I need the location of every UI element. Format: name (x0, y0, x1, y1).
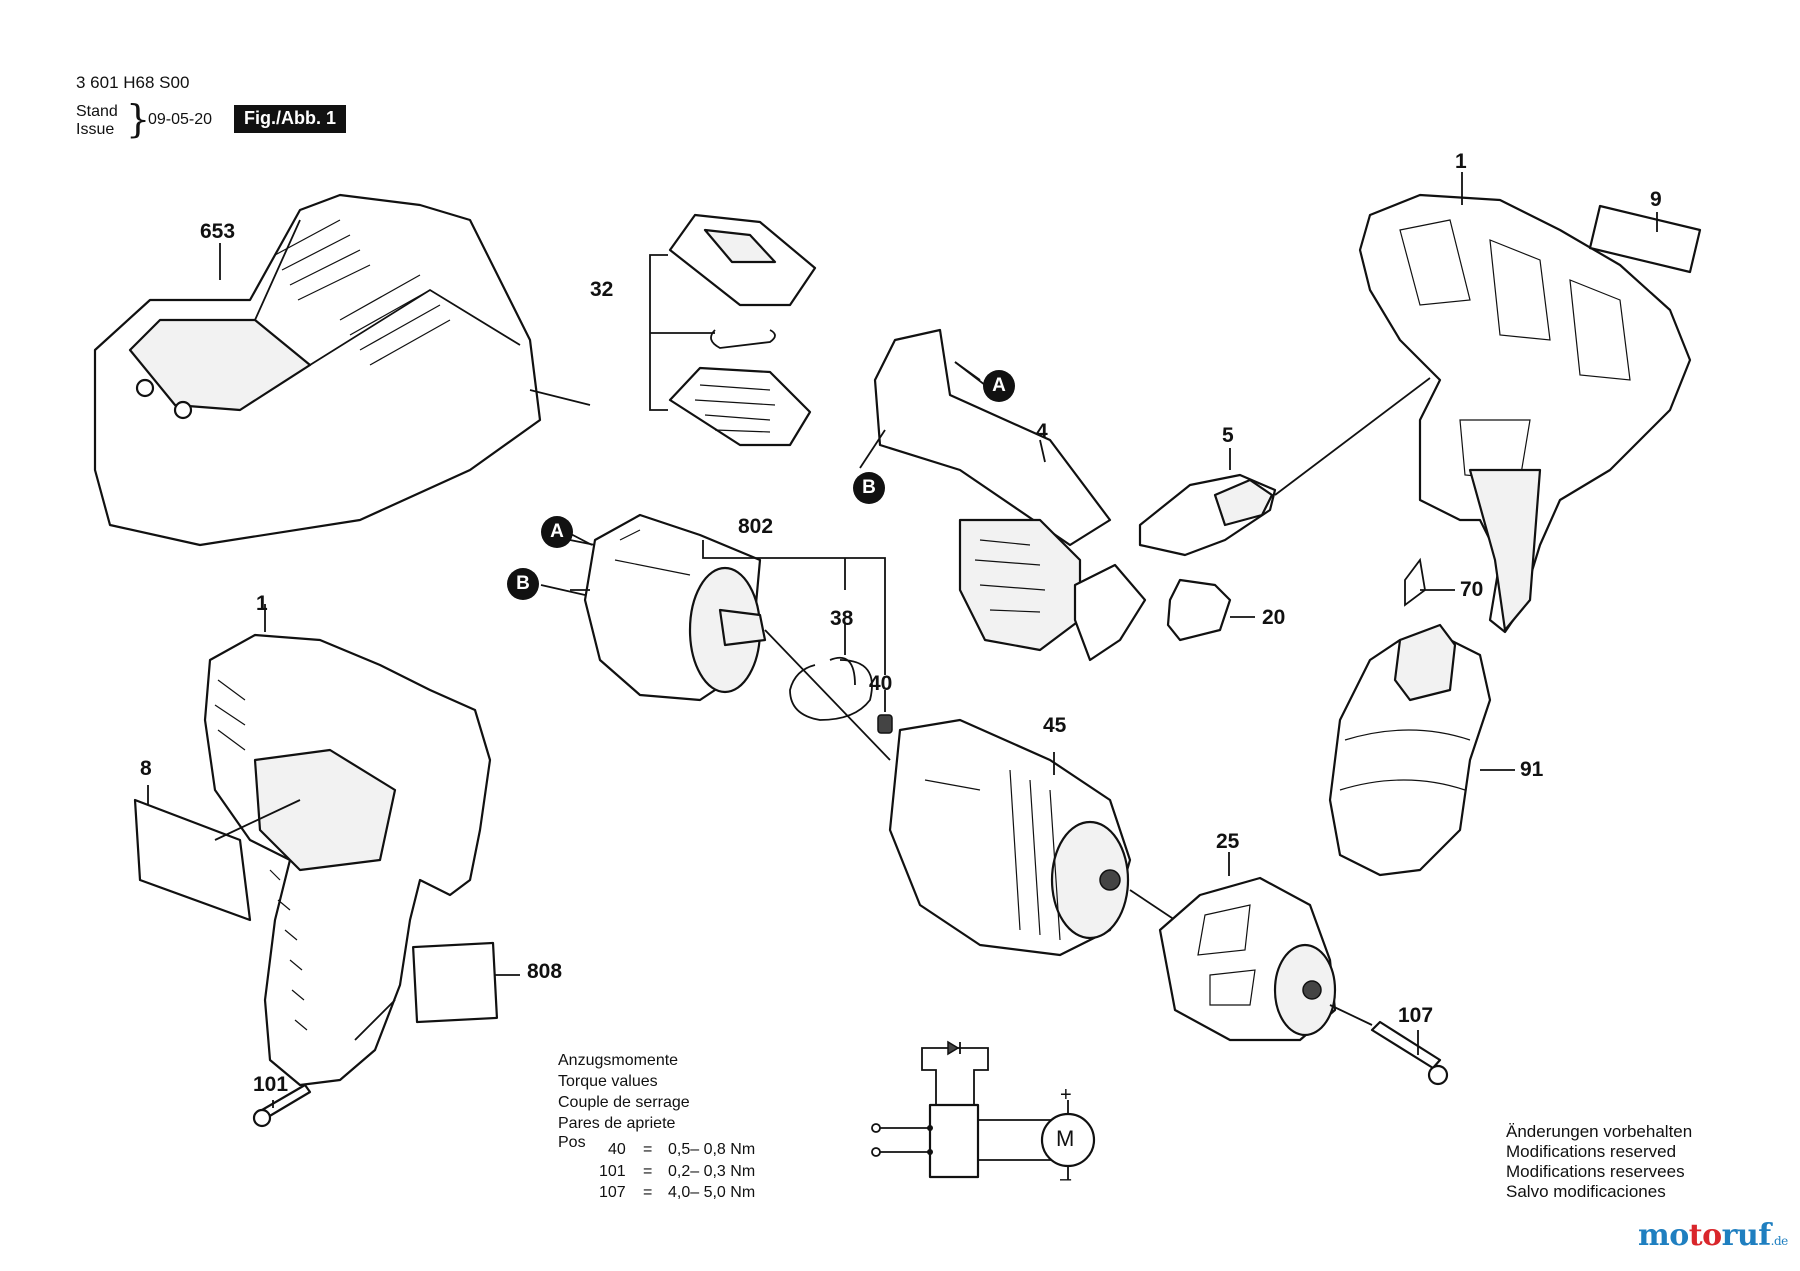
callout-45: 45 (1043, 714, 1067, 737)
callout-4: 4 (1036, 420, 1048, 443)
callout-107: 107 (1398, 1004, 1434, 1027)
torque-value: 4,0– 5,0 Nm (668, 1184, 756, 1201)
modifications-notes: Änderungen vorbehalten Modifications res… (1506, 1122, 1692, 1202)
leader-a-top (954, 361, 986, 386)
callout-653: 653 (200, 220, 236, 243)
note-en: Modifications reserved (1506, 1142, 1677, 1161)
callout-8: 8 (140, 757, 152, 780)
callout-25: 25 (1216, 830, 1240, 853)
torque-line-en: Torque values (558, 1073, 658, 1090)
issue-label: Issue (76, 121, 115, 138)
callout-808: 808 (527, 960, 563, 983)
screw-part-107 (1370, 1020, 1449, 1086)
gearbox-part-45 (888, 718, 1176, 957)
torque-line-de: Anzugsmomente (558, 1052, 679, 1069)
callout-91: 91 (1520, 758, 1544, 781)
callout-40: 40 (869, 672, 893, 695)
charger-part-653 (93, 193, 591, 547)
callout-32: 32 (590, 278, 614, 301)
watermark-logo: motoruf.de (1638, 1218, 1788, 1253)
brace-glyph: } (126, 97, 151, 141)
housing-left-part-1 (203, 604, 492, 1087)
torque-heading: Anzugsmomente Torque values Couple de se… (558, 1050, 690, 1134)
ring-part-38 (789, 623, 873, 721)
callout-1-top: 1 (1455, 150, 1467, 173)
callout-9: 9 (1650, 188, 1662, 211)
watermark-to: to (1688, 1218, 1722, 1253)
trigger-part-20 (1166, 578, 1255, 642)
motor-label: M (1056, 1126, 1075, 1151)
torque-eq: = (643, 1184, 653, 1201)
trigger-part-5 (1138, 377, 1431, 557)
watermark-ruf: ruf (1721, 1218, 1772, 1253)
callout-70: 70 (1460, 578, 1484, 601)
torque-line-es: Pares de apriete (558, 1115, 676, 1132)
circuit-schematic (871, 1040, 1096, 1180)
connector-a-top: A (983, 370, 1015, 402)
plus-sign: + (1060, 1084, 1072, 1106)
stand-label: Stand (76, 103, 118, 120)
callout-38: 38 (830, 607, 854, 630)
switch-part-4 (859, 328, 1147, 662)
leader-b-mid (540, 584, 586, 596)
torque-eq: = (643, 1141, 653, 1158)
callout-20: 20 (1262, 606, 1286, 629)
torque-pos-label: Pos (558, 1134, 586, 1151)
label-part-808 (412, 941, 520, 1024)
connector-b-top: B (853, 472, 885, 504)
minus-sign: – (1060, 1168, 1072, 1190)
part-number: 3 601 H68 S00 (76, 73, 190, 92)
housing-right-part-1 (1358, 172, 1692, 634)
issue-date: 09-05-20 (148, 111, 213, 128)
battery-cover-part-32 (649, 213, 817, 447)
torque-pos: 101 (599, 1163, 626, 1180)
label-part-8 (133, 785, 301, 922)
note-es: Salvo modificaciones (1506, 1182, 1666, 1201)
screw-part-40 (877, 690, 893, 734)
connector-a-mid: A (541, 516, 573, 548)
screw-part-101 (252, 1083, 312, 1128)
torque-pos: 107 (599, 1184, 626, 1201)
battery-part-91 (1328, 623, 1515, 877)
motor-part-802 (569, 513, 891, 761)
watermark-mo: mo (1638, 1218, 1689, 1253)
torque-pos: 40 (608, 1141, 626, 1158)
callout-5: 5 (1222, 424, 1234, 447)
callout-1-left: 1 (256, 592, 268, 615)
label-part-9 (1588, 204, 1702, 274)
watermark-de: .de (1770, 1234, 1789, 1248)
callout-802: 802 (738, 515, 774, 538)
note-fr: Modifications reservees (1506, 1162, 1685, 1181)
torque-line-fr: Couple de serrage (558, 1094, 690, 1111)
note-de: Änderungen vorbehalten (1506, 1122, 1693, 1141)
callout-101: 101 (253, 1073, 289, 1096)
torque-value: 0,2– 0,3 Nm (668, 1163, 756, 1180)
torque-eq: = (643, 1163, 653, 1180)
chuck-part-25 (1158, 852, 1373, 1042)
connector-b-mid: B (507, 568, 539, 600)
stand-issue-label: Stand Issue (76, 103, 118, 139)
figure-label: Fig./Abb. 1 (234, 105, 346, 133)
torque-value: 0,5– 0,8 Nm (668, 1141, 756, 1158)
